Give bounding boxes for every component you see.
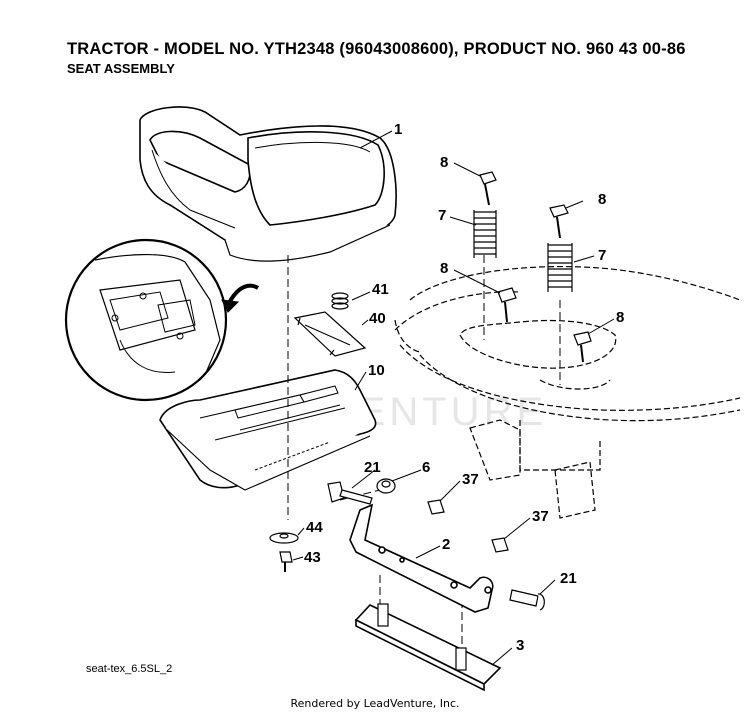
credit-text: Rendered by LeadVenture, Inc. (290, 697, 460, 710)
callout-40: 40 (369, 310, 386, 327)
center-leader (287, 255, 561, 650)
callout-44: 44 (306, 519, 323, 536)
callout-7-right: 7 (598, 247, 606, 264)
bracket (349, 503, 494, 613)
callout-6: 6 (422, 459, 430, 476)
callouts: 1 41 40 10 8 8 7 7 8 8 21 6 37 37 2 21 3… (304, 121, 624, 654)
tractor-frame (394, 265, 741, 519)
hardware (269, 478, 545, 611)
callout-8-mid-left: 8 (440, 260, 448, 277)
callout-37-left: 37 (462, 471, 479, 488)
figure-code: seat-tex_6.5SL_2 (86, 663, 173, 675)
callout-37-right: 37 (532, 508, 549, 525)
seat-pan (159, 369, 377, 491)
callout-10: 10 (368, 362, 385, 379)
bolts (479, 171, 592, 363)
callout-21-left: 21 (364, 459, 381, 476)
callout-7-left: 7 (438, 207, 446, 224)
seat (139, 106, 397, 262)
callout-8-mid-right: 8 (616, 309, 624, 326)
base-plate (354, 603, 502, 692)
diagram-title: TRACTOR - MODEL NO. YTH2348 (96043008600… (67, 40, 686, 58)
spring-right (547, 243, 573, 292)
callout-1: 1 (394, 121, 402, 138)
callout-2: 2 (442, 536, 450, 553)
callout-3: 3 (516, 637, 524, 654)
inset-detail (64, 238, 260, 402)
callout-8-top-left: 8 (440, 154, 448, 171)
callout-43: 43 (304, 549, 321, 566)
clip (293, 311, 367, 357)
spring-small (331, 292, 349, 310)
leader-lines (292, 130, 615, 666)
diagram-subtitle: SEAT ASSEMBLY (67, 61, 175, 76)
callout-41: 41 (372, 281, 389, 298)
callout-21-right: 21 (560, 570, 577, 587)
callout-8-top-right: 8 (598, 191, 606, 208)
spring-left (473, 210, 497, 258)
